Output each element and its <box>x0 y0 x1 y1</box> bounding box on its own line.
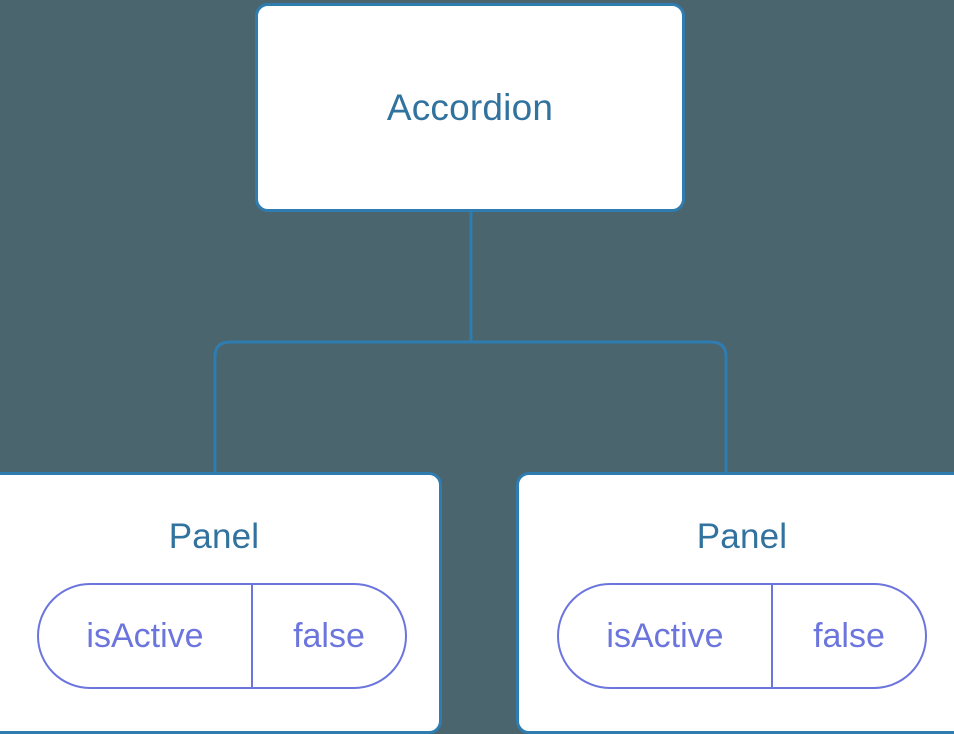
node-panel-left-title: Panel <box>168 517 260 556</box>
node-panel-right-title: Panel <box>696 517 788 556</box>
node-panel-right-state-pill[interactable]: isActive false <box>557 583 927 689</box>
node-panel-right-state-key: isActive <box>559 585 773 687</box>
node-panel-right-state-value: false <box>813 617 885 655</box>
node-accordion[interactable]: Accordion <box>255 3 685 212</box>
node-panel-left[interactable]: Panel isActive false <box>0 472 442 734</box>
node-panel-right[interactable]: Panel isActive false <box>516 472 954 734</box>
edge-bus-to-panel-left <box>213 340 471 474</box>
node-accordion-title: Accordion <box>386 87 554 128</box>
node-panel-left-state-value: false <box>293 617 365 655</box>
edge-bus-to-panel-right <box>471 340 728 474</box>
node-panel-left-state-key: isActive <box>39 585 253 687</box>
node-panel-left-state-pill[interactable]: isActive false <box>37 583 407 689</box>
